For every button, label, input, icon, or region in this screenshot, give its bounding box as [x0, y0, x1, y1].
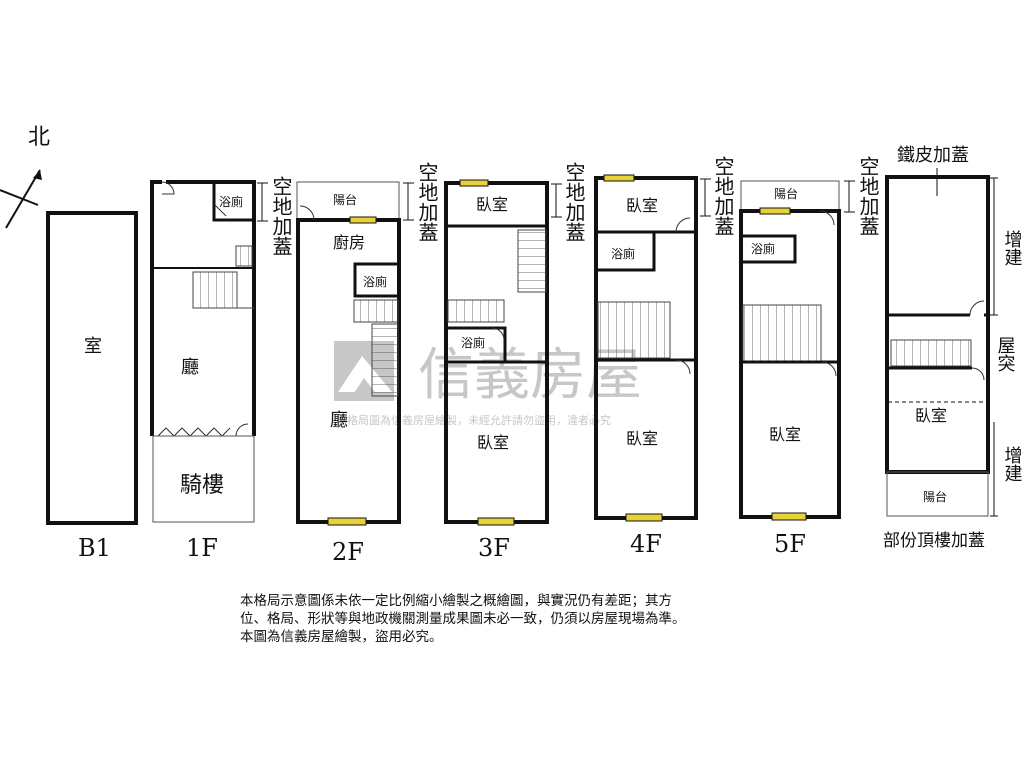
- floor-3f: 臥室 浴廁 臥室 3F: [444, 179, 549, 562]
- 2f-balcony-label: 陽台: [333, 192, 357, 207]
- roof-protrusion-label: 屋突: [995, 336, 1016, 372]
- disclaimer-line-1: 本格局示意圖係未依一定比例縮小繪製之概繪圖，與實況仍有差距；其方: [240, 593, 672, 609]
- floor-1f: 浴廁 廳 騎樓 1F: [150, 180, 256, 562]
- airspace-label-4: 空地加蓋: [711, 156, 735, 236]
- roof-iron-addition-label: 鐵皮加蓋: [897, 145, 969, 166]
- 2f-toilet-label: 浴廁: [363, 274, 387, 289]
- 1f-toilet-label: 浴廁: [219, 194, 243, 209]
- north-label: 北: [28, 125, 50, 150]
- roof-floor-label: 部份頂樓加蓋: [883, 531, 985, 551]
- 4f-bedroom-label: 臥室: [626, 429, 658, 448]
- 5f-bedroom-label: 臥室: [769, 425, 801, 444]
- 3f-bedroom-label: 臥室: [477, 433, 509, 452]
- disclaimer-note: 本格局示意圖係未依一定比例縮小繪製之概繪圖，與實況仍有差距；其方 位、格局、形狀…: [240, 592, 810, 646]
- airspace-marker-1: [257, 182, 268, 222]
- watermark-notice: 本格局圖為信義房屋繪製，未經允許請勿盜用，違者必究: [336, 413, 611, 427]
- 2f-hall-label: 廳: [330, 410, 348, 431]
- 3f-bedroom-top-label: 臥室: [476, 195, 508, 214]
- 4f-toilet-label: 浴廁: [611, 246, 635, 261]
- airspace-label-1: 空地加蓋: [269, 176, 293, 256]
- 1f-floor-label: 1F: [186, 534, 218, 562]
- 1f-arcade-label: 騎樓: [180, 473, 224, 498]
- airspace-marker-4: [700, 178, 711, 217]
- roof-balcony-label: 陽台: [923, 489, 947, 504]
- disclaimer-line-3: 本圖為信義房屋繪製，盜用必究。: [240, 629, 443, 645]
- floor-roof: 鐵皮加蓋 臥室 陽台 增建 屋突 增建 部份頂樓加蓋: [883, 145, 1023, 551]
- airspace-label-3: 空地加蓋: [562, 162, 586, 242]
- airspace-marker-3: [551, 183, 562, 218]
- floor-4f: 臥室 浴廁 臥室 4F: [594, 174, 698, 558]
- b1-room-label: 室: [84, 336, 102, 357]
- floor-5f: 陽台 浴廁 臥室 5F: [739, 180, 841, 558]
- floor-b1: 室 B1: [46, 211, 138, 562]
- north-arrow-icon: [0, 169, 42, 229]
- 4f-floor-label: 4F: [630, 530, 662, 558]
- 1f-hall-label: 廳: [181, 357, 199, 378]
- 2f-kitchen-label: 廚房: [333, 233, 365, 252]
- roof-bedroom-label: 臥室: [915, 406, 947, 425]
- airspace-label-2: 空地加蓋: [415, 162, 439, 242]
- b1-floor-label: B1: [78, 534, 111, 562]
- 5f-balcony-label: 陽台: [774, 186, 798, 201]
- roof-extension-top-label: 增建: [1002, 230, 1023, 266]
- 3f-floor-label: 3F: [478, 534, 510, 562]
- 5f-floor-label: 5F: [774, 530, 806, 558]
- roof-extension-bottom-label: 增建: [1002, 446, 1023, 482]
- 3f-toilet-label: 浴廁: [461, 335, 485, 350]
- 4f-bedroom-top-label: 臥室: [626, 196, 658, 215]
- airspace-label-5: 空地加蓋: [856, 156, 880, 236]
- 2f-floor-label: 2F: [332, 538, 364, 566]
- airspace-marker-2: [403, 182, 414, 221]
- floor-2f: 陽台 廚房 浴廁 廳 2F: [296, 181, 401, 566]
- airspace-marker-5: [844, 180, 855, 213]
- disclaimer-line-2: 位、格局、形狀等與地政機關測量成果圖未必一致，仍須以房屋現場為準。: [240, 611, 686, 627]
- 5f-toilet-label: 浴廁: [751, 241, 775, 256]
